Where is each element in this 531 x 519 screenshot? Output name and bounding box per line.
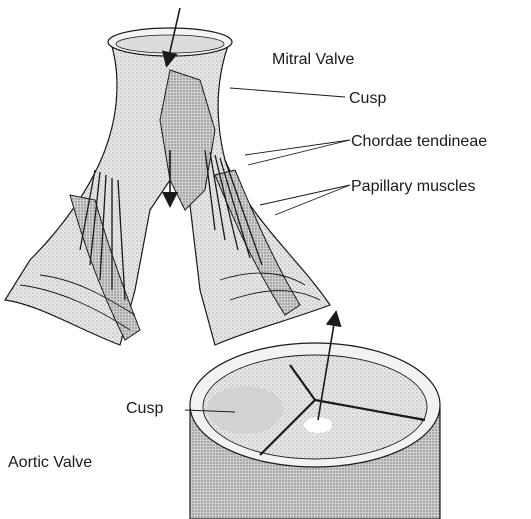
papillary-leader-line-2 [275,185,350,215]
cusp-leader-line [230,88,345,97]
mitral-valve-label: Mitral Valve [272,52,354,68]
papillary-muscles-label: Papillary muscles [351,179,475,195]
chordae-tendineae-label: Chordae tendineae [351,134,487,150]
aortic-valve-drawing [190,318,440,519]
aortic-cusp-left [207,386,283,434]
aortic-valve-label: Aortic Valve [8,455,92,471]
mitral-cusp-label: Cusp [349,91,386,107]
papillary-leader-line-1 [260,185,350,205]
mitral-leaders [230,88,350,215]
aortic-cusp-label: Cusp [126,401,163,417]
